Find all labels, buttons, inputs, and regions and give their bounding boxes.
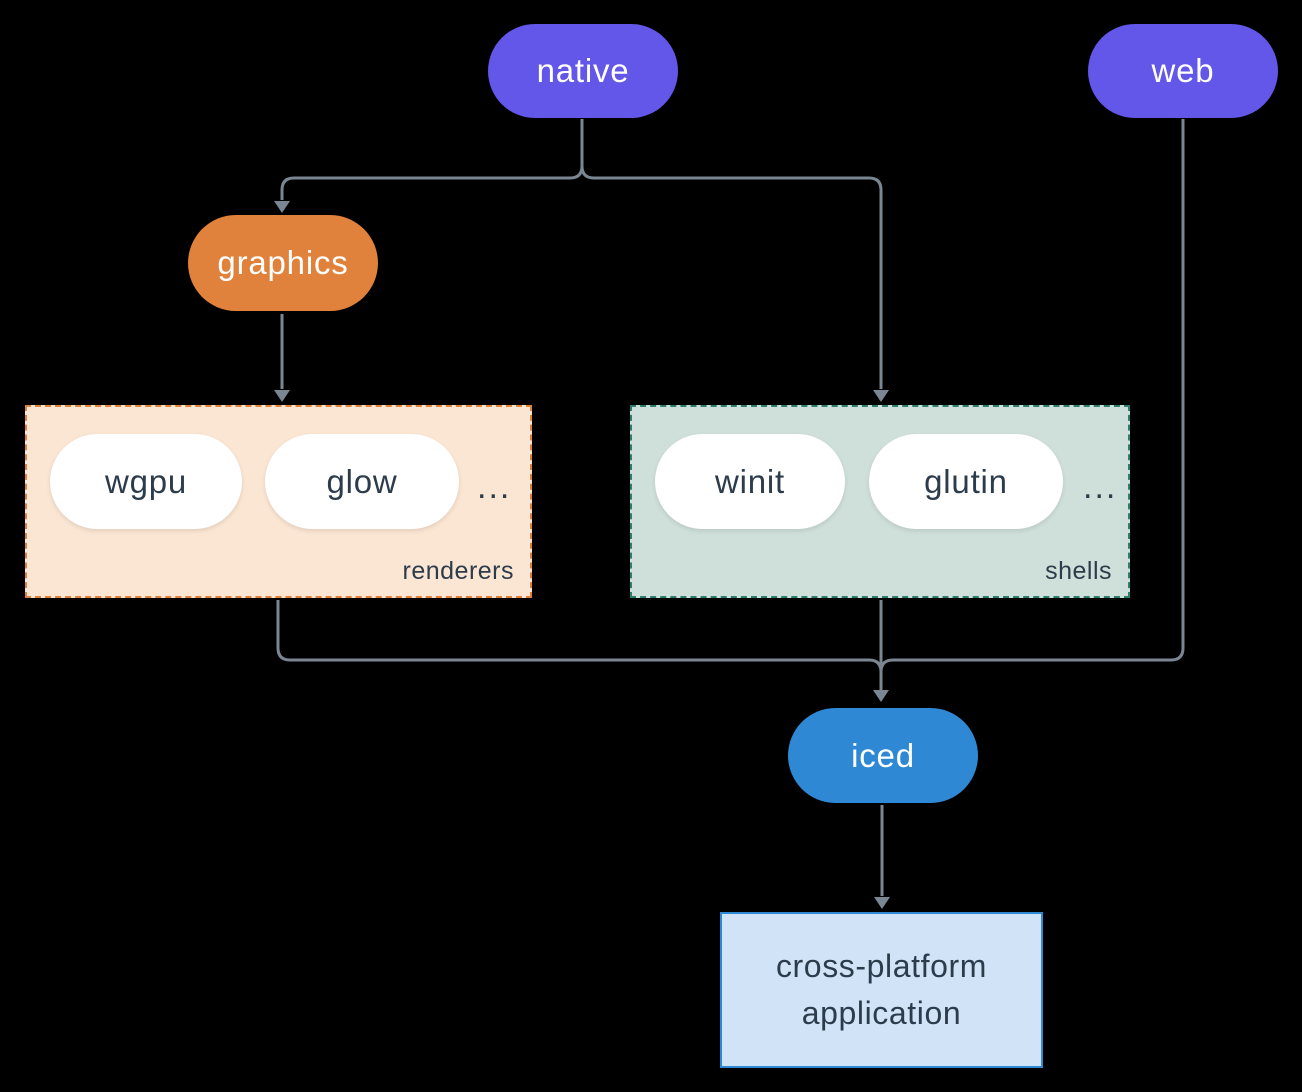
node-graphics-label: graphics — [217, 244, 349, 281]
node-application-line2: application — [801, 995, 962, 1031]
pill-glutin-label: glutin — [924, 462, 1008, 500]
pill-wgpu: wgpu — [50, 434, 242, 529]
node-native: native — [488, 24, 678, 118]
group-shells: winit glutin ... shells — [630, 405, 1130, 598]
pill-wgpu-label: wgpu — [104, 462, 188, 500]
node-iced: iced — [788, 708, 978, 803]
group-label-shells: shells — [1045, 557, 1112, 585]
arrowhead-graphics — [274, 201, 290, 213]
pill-winit-label: winit — [714, 462, 786, 500]
pill-glow-label: glow — [326, 462, 398, 500]
arrowhead-application — [874, 897, 890, 909]
edge-renderers-to-iced — [276, 600, 883, 690]
node-native-label: native — [536, 52, 630, 89]
group-label-renderers: renderers — [402, 557, 514, 585]
node-application-line1: cross-platform — [775, 948, 988, 984]
arrowhead-iced — [873, 690, 889, 702]
node-web: web — [1088, 24, 1278, 118]
node-web-label: web — [1151, 52, 1215, 89]
node-iced-label: iced — [851, 736, 915, 774]
node-application: cross-platform application — [720, 912, 1043, 1068]
renderers-ellipsis: ... — [477, 468, 512, 506]
shells-ellipsis: ... — [1083, 468, 1118, 506]
edge-native-to-shells — [580, 119, 883, 389]
pill-glow: glow — [265, 434, 459, 529]
arrowhead-shells — [873, 390, 889, 402]
arrowhead-renderers — [274, 390, 290, 402]
pill-winit: winit — [655, 434, 845, 529]
node-graphics: graphics — [188, 215, 378, 311]
edge-native-to-graphics — [280, 119, 584, 200]
pill-glutin: glutin — [869, 434, 1063, 529]
group-renderers: wgpu glow ... renderers — [25, 405, 532, 598]
